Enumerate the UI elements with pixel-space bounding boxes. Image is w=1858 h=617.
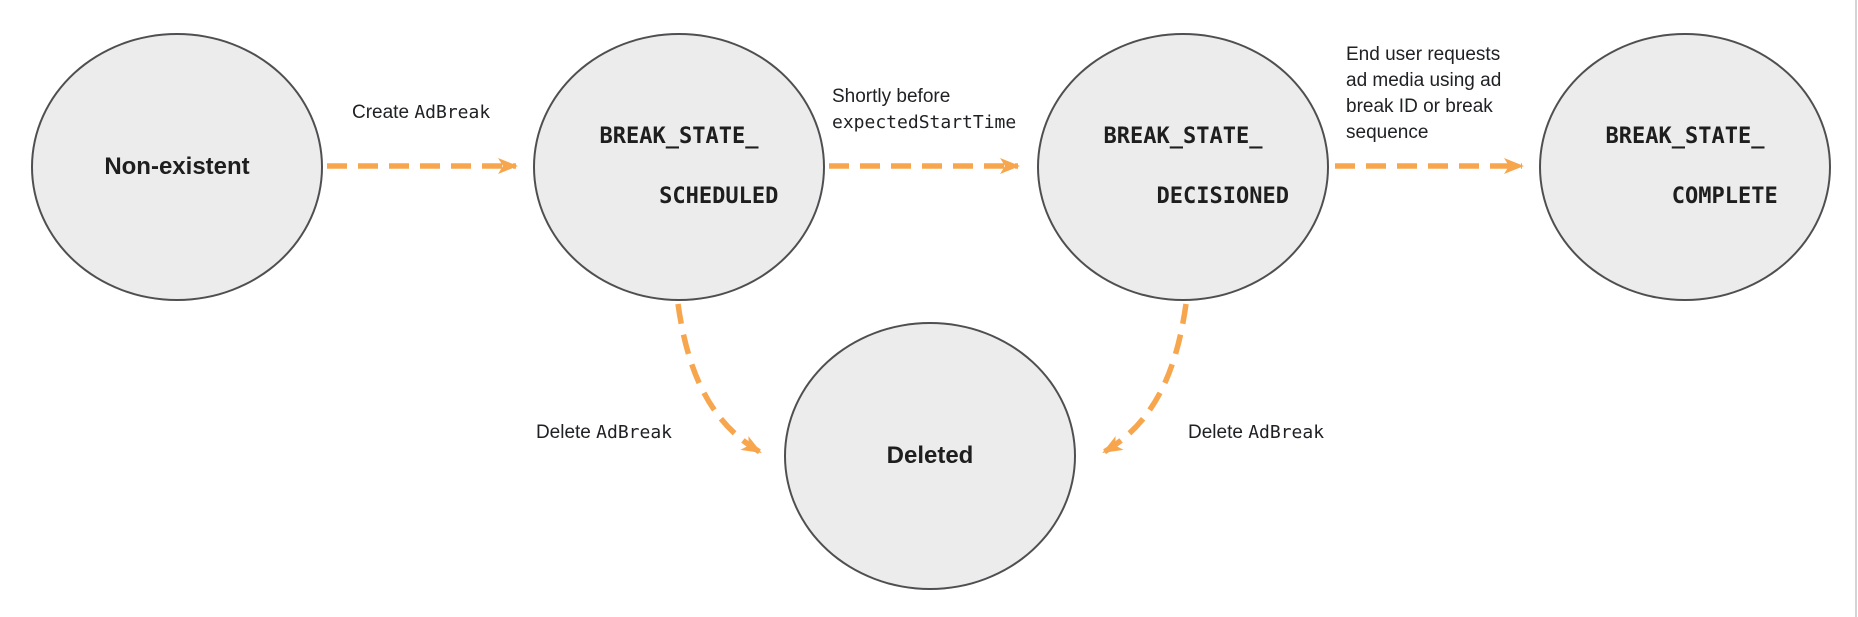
state-node-break-state-decisioned: BREAK_STATE_ DECISIONED bbox=[1037, 33, 1329, 301]
edge-label-create-adbreak: Create AdBreak bbox=[352, 102, 491, 123]
state-label: BREAK_STATE_ COMPLETE bbox=[1605, 124, 1778, 209]
state-label: BREAK_STATE_ SCHEDULED bbox=[599, 124, 779, 209]
edge-label-shortly-before: Shortly before expectedStartTime bbox=[832, 86, 1017, 133]
edge-label-delete-adbreak-right: Delete AdBreak bbox=[1188, 422, 1325, 443]
state-node-break-state-complete: BREAK_STATE_ COMPLETE bbox=[1539, 33, 1831, 301]
edge-delete-left-arrow bbox=[675, 303, 762, 455]
state-label: BREAK_STATE_ DECISIONED bbox=[1103, 124, 1289, 209]
state-label: Deleted bbox=[886, 442, 974, 469]
edge-delete-right-arrow bbox=[1102, 303, 1189, 455]
edge-label-delete-adbreak-left: Delete AdBreak bbox=[535, 422, 672, 443]
state-node-deleted: Deleted bbox=[784, 322, 1076, 590]
state-node-break-state-scheduled: BREAK_STATE_ SCHEDULED bbox=[533, 33, 825, 301]
state-label: Non-existent bbox=[104, 153, 250, 180]
page-edge-divider bbox=[1855, 0, 1857, 617]
state-node-non-existent: Non-existent bbox=[31, 33, 323, 301]
edge-label-end-user-requests: End user requests ad media using ad brea… bbox=[1346, 44, 1502, 143]
